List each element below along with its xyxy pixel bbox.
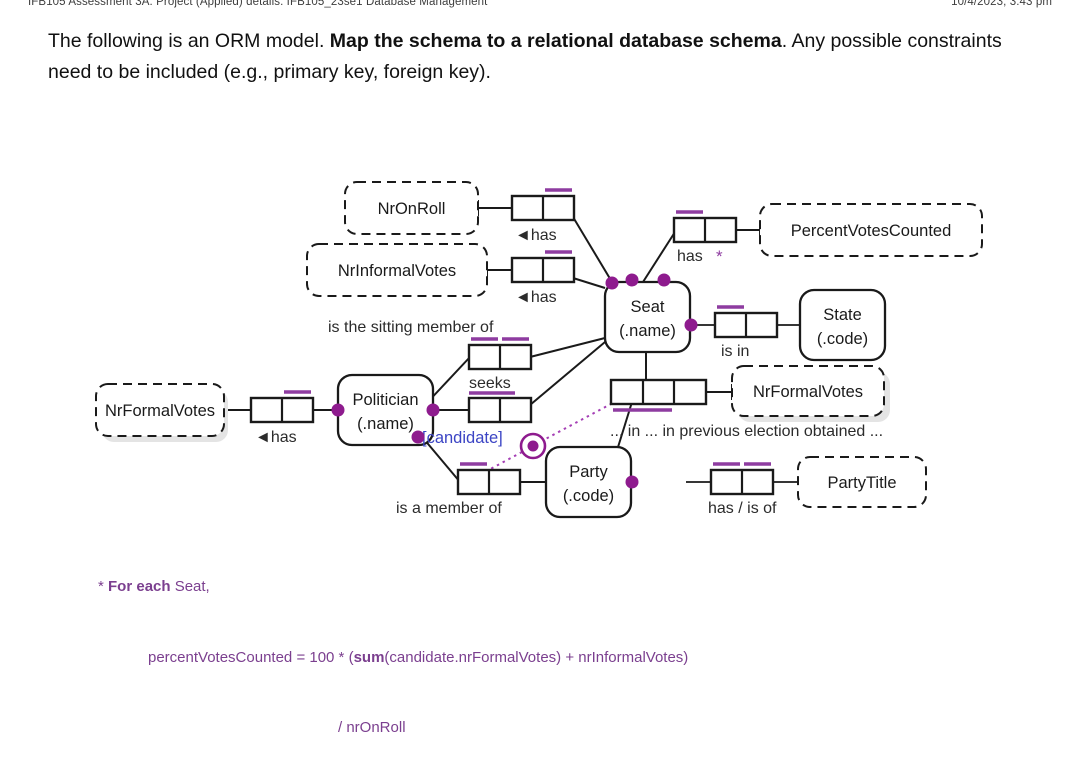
mandatory-dot xyxy=(625,273,639,287)
predicate-label: is the sitting member of xyxy=(328,319,494,336)
value-type-percentvotescounted[interactable]: PercentVotesCounted xyxy=(759,203,983,257)
mandatory-dot xyxy=(411,430,425,444)
entity-type-ref: (.code) xyxy=(817,330,868,348)
mandatory-role-dots xyxy=(331,273,698,489)
predicate-seat-is-in-state[interactable]: is in xyxy=(713,305,779,360)
entity-type-label: Seat xyxy=(631,298,665,316)
value-type-nrinformalvotes[interactable]: NrInformalVotes xyxy=(306,243,488,297)
mandatory-dot xyxy=(625,475,639,489)
instruction-text-bold: Map the schema to a relational database … xyxy=(329,30,782,52)
derivation-subject: Seat, xyxy=(174,578,210,595)
entity-type-label: Party xyxy=(569,463,608,481)
mandatory-dot xyxy=(331,403,345,417)
value-type-label: PartyTitle xyxy=(827,474,896,492)
value-type-label: NrOnRoll xyxy=(378,200,446,218)
derivation-expr-b: (candidate.nrFormalVotes) + nrInformalVo… xyxy=(384,648,689,666)
predicate-obtained-ternary[interactable]: ... in ... in previous election obtained… xyxy=(609,378,883,440)
instruction-text-part1: The following is an ORM model. xyxy=(48,30,330,52)
predicate-label: ◄has xyxy=(515,289,557,306)
entity-type-politician[interactable]: Politician (.name) xyxy=(336,373,435,447)
page-header: IFB105 Assessment 3A: Project (Applied) … xyxy=(0,0,1080,10)
entity-type-label: State xyxy=(823,306,862,324)
entity-type-state[interactable]: State (.code) xyxy=(798,288,887,362)
predicate-label: has / is of xyxy=(708,500,777,517)
predicate-label: ◄has xyxy=(515,227,557,244)
predicate-party-has-is-of[interactable]: has / is of xyxy=(708,462,777,517)
instruction-text-part2: . Any possible constraints need to be in… xyxy=(48,30,1002,83)
derivation-expr-a: percentVotesCounted = 100 * ( xyxy=(148,648,354,666)
instruction-paragraph: The following is an ORM model. Map the s… xyxy=(48,26,1008,88)
entity-type-label: Politician xyxy=(352,391,418,409)
join-subset-constraint-icon xyxy=(519,432,547,460)
predicate-seat-has-nrinformalvotes[interactable]: ◄has xyxy=(510,250,576,306)
value-type-label: NrFormalVotes xyxy=(105,402,215,420)
derivation-sum-keyword: sum xyxy=(353,648,385,666)
predicate-label: seeks xyxy=(469,375,511,392)
predicate-seeks[interactable]: seeks xyxy=(467,375,533,424)
mandatory-dot xyxy=(426,403,440,417)
mandatory-dot xyxy=(684,318,698,332)
predicate-seat-has-nronroll[interactable]: ◄has xyxy=(510,188,576,244)
value-type-label: PercentVotesCounted xyxy=(791,222,952,240)
entity-type-ref: (.name) xyxy=(619,322,676,340)
predicate-is-a-member-of[interactable]: is a member of xyxy=(396,462,522,517)
derivation-rule-line-1: * For each Seat, xyxy=(98,575,688,599)
value-type-nronroll[interactable]: NrOnRoll xyxy=(344,181,479,235)
value-type-label: NrInformalVotes xyxy=(338,262,456,280)
predicate-label: is a member of xyxy=(396,500,502,517)
derived-asterisk-icon: * xyxy=(716,247,723,266)
predicate-politician-has-nrformalvotes[interactable]: ◄has xyxy=(249,390,315,446)
entity-type-ref: (.code) xyxy=(563,487,614,505)
predicate-label: ... in ... in previous election obtained… xyxy=(610,423,883,440)
mandatory-dot xyxy=(657,273,671,287)
orm-diagram: .ln { stroke:#1a1a1a; stroke-width:2; fi… xyxy=(60,160,1020,620)
derivation-asterisk: * xyxy=(98,578,109,595)
entity-type-party[interactable]: Party (.code) xyxy=(544,445,633,519)
page-header-timestamp: 10/4/2023, 3:43 pm xyxy=(951,0,1052,8)
derivation-rule: * For each Seat, percentVotesCounted = 1… xyxy=(98,528,688,763)
mandatory-dot xyxy=(605,276,619,290)
derivation-rule-line-3: / nrOnRoll xyxy=(338,719,406,736)
predicate-is-the-sitting-member-of[interactable]: is the sitting member of xyxy=(328,319,533,371)
value-type-partytitle[interactable]: PartyTitle xyxy=(797,456,927,508)
orm-diagram-canvas: .ln { stroke:#1a1a1a; stroke-width:2; fi… xyxy=(95,181,983,519)
value-type-label: NrFormalVotes xyxy=(753,383,863,401)
predicate-label: is in xyxy=(721,343,749,360)
predicate-seat-has-percentvotescounted[interactable]: has * xyxy=(672,210,738,266)
derivation-rule-line-2: percentVotesCounted = 100 * (sum(candida… xyxy=(98,646,688,670)
entity-type-ref: (.name) xyxy=(357,415,414,433)
value-type-nrformalvotes-right[interactable]: NrFormalVotes xyxy=(731,365,890,422)
derivation-for-each: For each xyxy=(108,578,175,595)
entity-type-seat[interactable]: Seat (.name) xyxy=(603,280,692,354)
predicate-label: ◄has xyxy=(255,429,297,446)
role-name-candidate: [candidate] xyxy=(422,429,503,447)
predicate-label: has xyxy=(677,248,703,265)
value-type-nrformalvotes-left[interactable]: NrFormalVotes xyxy=(95,383,228,442)
page-header-title: IFB105 Assessment 3A: Project (Applied) … xyxy=(28,0,488,8)
